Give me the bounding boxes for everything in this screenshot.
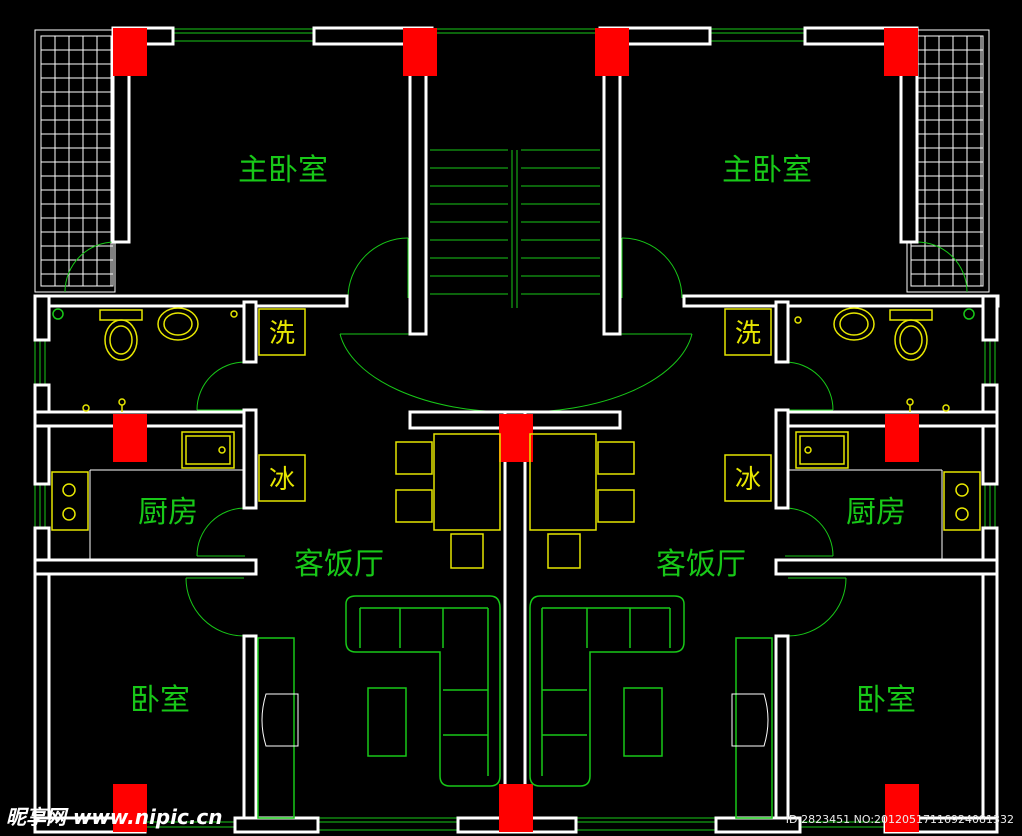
bathroom-fixtures-right	[794, 307, 975, 412]
label-fridge-right: 冰	[735, 465, 761, 495]
label-living-dining-right: 客饭厅	[656, 547, 746, 582]
dining-set-right	[529, 433, 635, 569]
appliance-boxes	[258, 308, 772, 502]
kitchen-fixtures-left	[51, 431, 244, 560]
label-kitchen-right: 厨房	[846, 495, 906, 530]
sofa-right	[529, 595, 685, 787]
watermark-id: ID:2823451 NO:20120517116924081332	[785, 813, 1014, 826]
staircase	[430, 149, 600, 308]
balcony-right	[906, 29, 990, 293]
walls	[33, 26, 1000, 834]
label-master-bedroom-right: 主卧室	[722, 153, 812, 188]
desk-left	[257, 637, 299, 819]
bathroom-fixtures-left	[52, 307, 238, 412]
label-master-bedroom-left: 主卧室	[238, 153, 328, 188]
label-bedroom-left: 卧室	[130, 683, 190, 718]
label-washer-right: 洗	[735, 319, 761, 349]
label-bedroom-right: 卧室	[856, 683, 916, 718]
kitchen-fixtures-right	[788, 431, 981, 560]
sofa-left	[345, 595, 501, 787]
label-washer-left: 洗	[269, 319, 295, 349]
windows	[34, 28, 996, 831]
label-kitchen-left: 厨房	[138, 495, 198, 530]
label-living-dining-left: 客饭厅	[294, 547, 384, 582]
watermark-logo: 昵享网 www.nipic.cn	[6, 805, 223, 829]
columns	[113, 28, 919, 832]
label-fridge-left: 冰	[269, 465, 295, 495]
door-swings	[64, 237, 968, 637]
dining-set-left	[395, 433, 501, 569]
balcony-left	[34, 29, 116, 293]
desk-right	[731, 637, 773, 819]
